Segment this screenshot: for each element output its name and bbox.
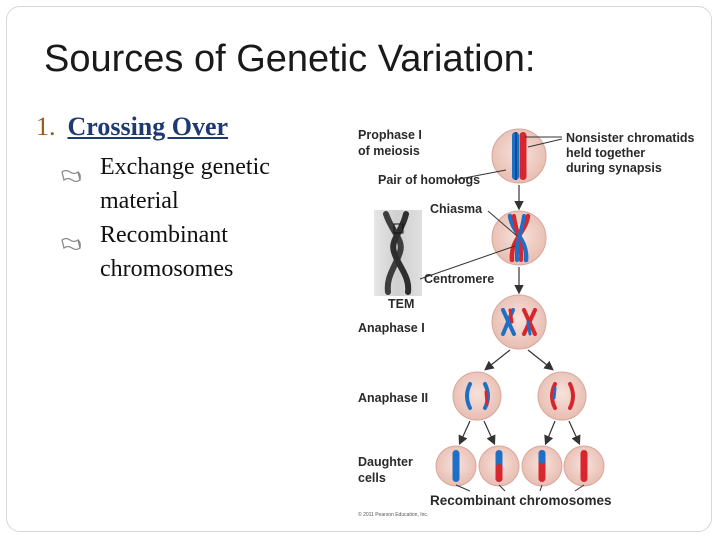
label-pair-of-homologs: Pair of homologs	[378, 173, 480, 187]
label-anaphase-1: Anaphase I	[358, 321, 425, 335]
label-nonsister-line2: held together	[566, 146, 645, 160]
label-anaphase-2: Anaphase II	[358, 391, 428, 405]
label-daughter-line2: cells	[358, 471, 386, 485]
anaphase-ii-cell-right	[538, 372, 586, 420]
anaphase-ii-cell-left	[453, 372, 501, 420]
daughter-cell-1	[436, 446, 476, 486]
label-recombinant-chromosomes: Recombinant chromosomes	[430, 493, 612, 508]
daughter-cell-4	[564, 446, 604, 486]
chiasma-cell	[492, 211, 546, 265]
label-prophase-line1: Prophase I	[358, 128, 422, 142]
daughter-cell-2	[479, 446, 519, 486]
label-chiasma: Chiasma	[430, 202, 483, 216]
tem-micrograph-image	[374, 210, 422, 296]
daughter-cell-3	[522, 446, 562, 486]
label-daughter-line1: Daughter	[358, 455, 413, 469]
label-nonsister-line1: Nonsister chromatids	[566, 131, 695, 145]
label-prophase-line2: of meiosis	[358, 144, 420, 158]
anaphase-i-cell	[492, 295, 546, 349]
copyright-text: © 2011 Pearson Education, Inc.	[358, 511, 428, 518]
label-tem: TEM	[388, 297, 414, 311]
label-nonsister-line3: during synapsis	[566, 161, 662, 175]
